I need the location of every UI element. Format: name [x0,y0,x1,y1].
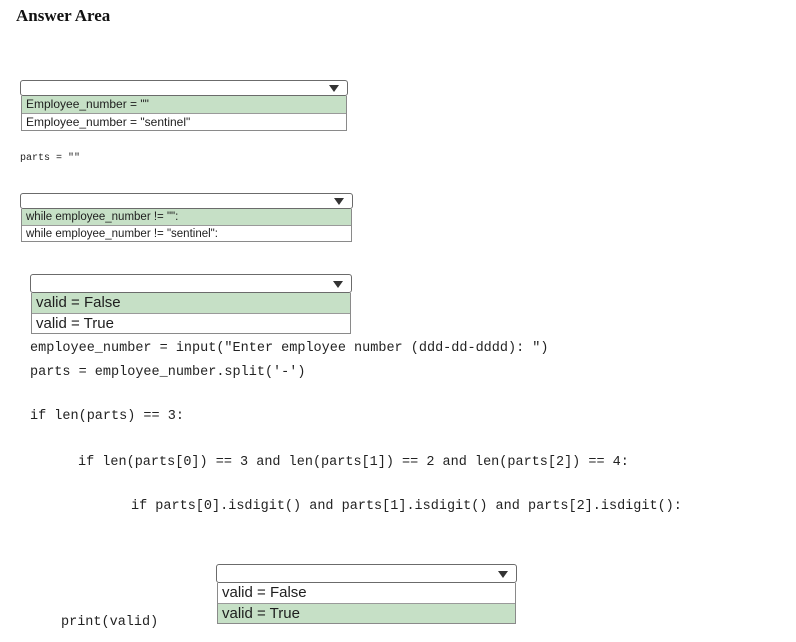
code-line-if-len-parts: if len(parts[0]) == 3 and len(parts[1]) … [78,455,629,470]
dropdown-option[interactable]: valid = True [32,313,350,333]
dropdown-toggle[interactable] [20,80,348,96]
dropdown-option[interactable]: valid = False [222,584,307,601]
dropdown-valid-assign[interactable]: valid = False valid = True [216,564,517,624]
dropdown-options: Employee_number = "" Employee_number = "… [21,96,347,131]
dropdown-option[interactable]: valid = False [32,293,350,313]
chevron-down-icon[interactable] [333,280,343,288]
dropdown-option[interactable]: while employee_number != "sentinel": [22,225,351,241]
chevron-down-icon[interactable] [329,85,339,92]
code-line-if-isdigit: if parts[0].isdigit() and parts[1].isdig… [131,499,682,514]
dropdown-valid-init[interactable]: valid = False valid = True [30,274,352,334]
dropdown-options: while employee_number != "": while emplo… [21,209,352,242]
dropdown-option[interactable]: valid = True [218,603,515,623]
dropdown-option[interactable]: Employee_number = "" [22,96,346,113]
dropdown-toggle[interactable] [216,564,517,583]
code-line-split: parts = employee_number.split('-') [30,365,306,380]
dropdown-while-loop[interactable]: while employee_number != "": while emplo… [20,193,353,242]
dropdown-options: valid = False valid = True [31,293,351,334]
dropdown-option[interactable]: while employee_number != "": [22,209,351,225]
chevron-down-icon[interactable] [498,570,508,578]
dropdown-toggle[interactable] [20,193,353,209]
dropdown-toggle[interactable] [30,274,352,293]
code-line-print: print(valid) [61,615,159,630]
dropdown-employee-number-init[interactable]: Employee_number = "" Employee_number = "… [20,80,348,131]
answer-area-title: Answer Area [16,6,111,25]
chevron-down-icon[interactable] [334,198,344,205]
code-line-parts-init: parts = "" [20,153,81,164]
code-line-if-len: if len(parts) == 3: [30,409,184,424]
dropdown-options: valid = False valid = True [217,583,516,624]
code-line-input: employee_number = input("Enter employee … [30,341,549,356]
dropdown-option[interactable]: Employee_number = "sentinel" [22,113,346,130]
